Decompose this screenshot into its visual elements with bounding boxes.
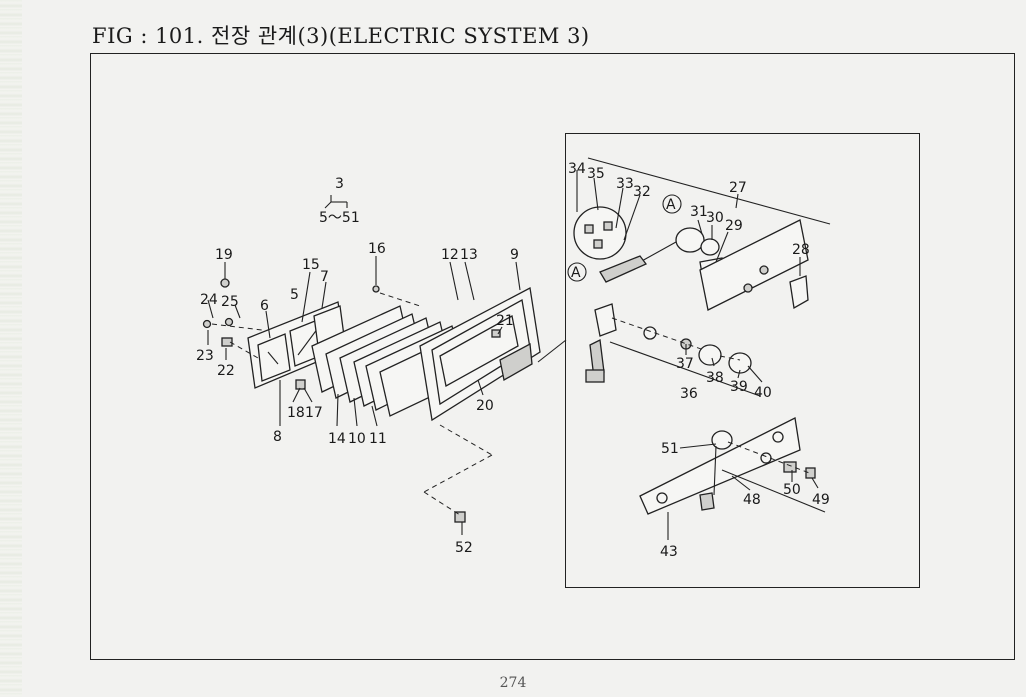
callout-3: 3 [335,176,344,192]
cluster-bezel-9 [419,287,541,422]
callout-30: 30 [706,210,724,226]
callout-5-51: 5～51 [319,210,360,226]
detail-inset-frame [565,133,920,588]
callout-34: 34 [568,161,586,177]
callout-labels: 3 5～51 19 16 15 7 12 13 9 24 25 6 5 21 2… [196,161,830,560]
callout-28: 28 [792,242,810,258]
callout-10: 10 [348,431,366,447]
callout-23: 23 [196,348,214,364]
diagram-frame [90,53,1015,660]
bulb-52 [454,511,466,523]
reference-marker-a-top: A [662,194,682,214]
callout-29: 29 [725,218,743,234]
leader-lines-inset [576,157,831,540]
bulb-18 [295,379,306,390]
callout-9: 9 [510,247,519,263]
callout-35: 35 [587,166,605,182]
callout-17: 17 [305,405,323,421]
callout-8: 8 [273,429,282,445]
page-number: 274 [499,675,527,691]
callout-20: 20 [476,398,494,414]
callout-27: 27 [729,180,747,196]
callout-21: 21 [496,313,514,329]
callout-5: 5 [290,287,299,303]
callout-36: 36 [680,386,698,402]
callout-39: 39 [730,379,748,395]
screw-21 [491,329,501,338]
screw-16 [372,285,380,293]
figure-title: FIG : 101. 전장 관계(3)(ELECTRIC SYSTEM 3) [92,24,590,48]
inset-parts [573,206,816,515]
callout-25: 25 [221,294,239,310]
callout-50: 50 [783,482,801,498]
reference-marker-a-left: A [567,262,587,282]
callout-40: 40 [754,385,772,401]
clip-22 [221,337,233,347]
callout-11: 11 [369,431,387,447]
screw-23 [202,319,212,329]
callout-49: 49 [812,492,830,508]
callout-48: 48 [743,492,761,508]
callout-14: 14 [328,431,346,447]
callout-18: 18 [287,405,305,421]
callout-51: 51 [661,441,679,457]
scan-edge [0,0,22,697]
callout-52: 52 [455,540,473,556]
washer-25 [224,317,234,327]
callout-13: 13 [460,247,478,263]
callout-24: 24 [200,292,218,308]
bulb-socket-19 [220,278,230,288]
svg-text:A: A [571,265,581,281]
callout-43: 43 [660,544,678,560]
callout-37: 37 [676,356,694,372]
callout-16: 16 [368,241,386,257]
callout-22: 22 [217,363,235,379]
callout-6: 6 [260,298,269,314]
callout-15: 15 [302,257,320,273]
callout-32: 32 [633,184,651,200]
callout-31: 31 [690,204,708,220]
svg-text:A: A [666,197,676,213]
leader-lines-cluster [207,195,567,535]
callout-19: 19 [215,247,233,263]
callout-33: 33 [616,176,634,192]
callout-12: 12 [441,247,459,263]
callout-38: 38 [706,370,724,386]
callout-7: 7 [320,269,329,285]
